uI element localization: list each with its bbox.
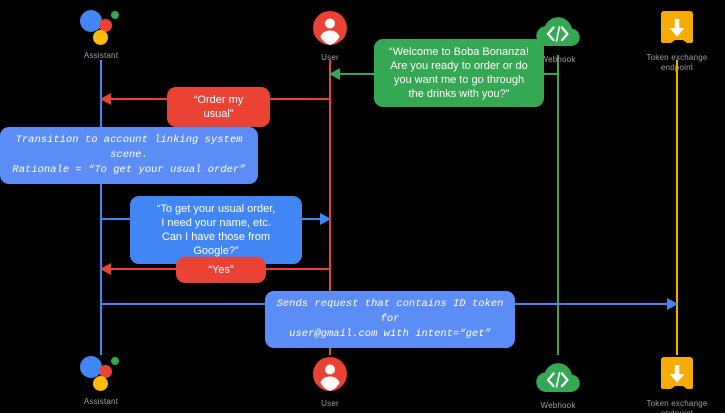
assistant-icon-top <box>41 4 161 48</box>
bubble-order-my-usual: “Order my usual” <box>167 87 270 127</box>
lifeline-assistant <box>100 60 102 355</box>
arrowhead-order-my-usual-icon <box>100 93 111 105</box>
arrowhead-need-your-name-icon <box>320 213 331 225</box>
arrowhead-sends-request-icon <box>667 298 678 310</box>
actor-user-bottom[interactable]: User <box>270 352 390 409</box>
assistant-dot-blue-icon <box>80 356 102 378</box>
actor-label-token-endpoint-bottom: Token exchange endpoint <box>646 399 708 413</box>
actor-token-endpoint-bottom[interactable]: Token exchange endpoint <box>617 352 725 413</box>
bubble-yes: “Yes” <box>176 257 266 283</box>
user-person-circle-icon <box>313 357 347 391</box>
actor-label-user-bottom: User <box>321 399 339 408</box>
actor-label-assistant-bottom: Assistant <box>83 397 119 406</box>
actor-label-webhook-top: Webhook <box>540 55 576 64</box>
lifeline-token-endpoint <box>676 60 678 355</box>
actor-token-endpoint-top[interactable]: Token exchange endpoint <box>617 6 725 73</box>
note-transition-account-linking: Transition to account linking system sce… <box>0 127 258 184</box>
assistant-dot-yellow-icon <box>93 376 108 391</box>
assistant-dot-yellow-icon <box>93 30 108 45</box>
user-icon-bottom <box>270 352 390 396</box>
lifeline-user <box>329 60 331 355</box>
webhook-icon-bottom <box>498 354 618 398</box>
user-person-circle-icon <box>313 11 347 45</box>
arrowhead-welcome-icon <box>329 68 340 80</box>
note-sends-request: Sends request that contains ID token for… <box>265 291 515 348</box>
assistant-dot-red-icon <box>99 365 112 378</box>
download-box-icon <box>661 357 693 389</box>
actor-webhook-top[interactable]: Webhook <box>498 8 618 65</box>
bubble-need-your-name: “To get your usual order, I need your na… <box>130 196 302 264</box>
actor-assistant-top[interactable]: Assistant <box>41 4 161 61</box>
assistant-dot-red-icon <box>99 19 112 32</box>
actor-label-assistant-top: Assistant <box>83 51 119 60</box>
token-endpoint-icon-bottom <box>617 352 725 396</box>
cloud-code-brackets-icon <box>536 363 580 392</box>
actor-webhook-bottom[interactable]: Webhook <box>498 354 618 411</box>
actor-label-user-top: User <box>321 53 339 62</box>
user-icon-top <box>270 6 390 50</box>
assistant-dot-green-icon <box>111 11 119 19</box>
webhook-icon-top <box>498 8 618 52</box>
actor-assistant-bottom[interactable]: Assistant <box>41 350 161 407</box>
bubble-welcome: “Welcome to Boba Bonanza! Are you ready … <box>374 39 544 107</box>
actor-user-top[interactable]: User <box>270 6 390 63</box>
assistant-dot-green-icon <box>111 357 119 365</box>
actor-label-token-endpoint-top: Token exchange endpoint <box>646 53 708 72</box>
token-endpoint-icon-top <box>617 6 725 50</box>
cloud-code-brackets-icon <box>536 17 580 46</box>
actor-label-webhook-bottom: Webhook <box>540 401 576 410</box>
arrowhead-yes-icon <box>100 263 111 275</box>
assistant-dot-blue-icon <box>80 10 102 32</box>
lifeline-webhook <box>557 55 559 355</box>
download-box-icon <box>661 11 693 43</box>
assistant-icon-bottom <box>41 350 161 394</box>
